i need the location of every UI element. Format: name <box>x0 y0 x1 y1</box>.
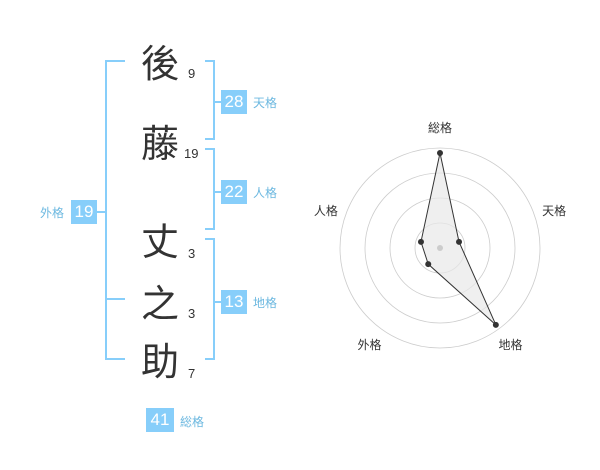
radar-axis-label: 天格 <box>542 203 566 218</box>
jinkaku-score-badge: 22 <box>221 180 247 204</box>
jinkaku-bracket-connector <box>215 191 221 193</box>
name-char-2: 藤 <box>140 122 179 166</box>
jinkaku-bracket-top <box>205 148 215 150</box>
radar-axis-label: 外格 <box>357 337 381 352</box>
radar-axis-label: 地格 <box>499 337 523 352</box>
radar-point <box>417 238 424 245</box>
stroke-count-1: 9 <box>188 66 196 81</box>
gaikaku-score-badge: 19 <box>71 200 97 224</box>
radar-point <box>492 321 499 328</box>
name-char-4: 之 <box>140 282 179 326</box>
radar-points <box>417 150 499 328</box>
stroke-count-3: 3 <box>188 246 196 261</box>
tenkaku-label: 天格 <box>253 96 278 110</box>
gaikaku-label: 外格 <box>40 206 65 220</box>
radar-point <box>425 261 432 268</box>
tenkaku-bracket <box>213 60 215 140</box>
radar-series-shape <box>420 152 497 326</box>
tenkaku-bracket-bottom <box>205 138 215 140</box>
stroke-count-5: 7 <box>188 366 196 381</box>
gaikaku-bracket-mid <box>105 298 125 300</box>
name-char-1: 後 <box>140 42 179 86</box>
chikaku-bracket <box>213 238 215 360</box>
radar-axis-label: 人格 <box>314 203 338 218</box>
radar-center-dot <box>437 245 443 251</box>
jinkaku-bracket <box>213 148 215 230</box>
radar-ring <box>339 147 541 349</box>
chikaku-label: 地格 <box>253 296 278 310</box>
jinkaku-bracket-bottom <box>205 228 215 230</box>
gaikaku-bracket <box>105 60 107 360</box>
name-char-5: 助 <box>140 340 179 384</box>
soukaku-score-badge: 41 <box>146 408 174 432</box>
gaikaku-bracket-connector <box>97 211 105 213</box>
stroke-count-4: 3 <box>188 306 196 321</box>
chikaku-score-badge: 13 <box>221 290 247 314</box>
tenkaku-score-badge: 28 <box>221 90 247 114</box>
chikaku-bracket-top <box>205 238 215 240</box>
chikaku-bracket-connector <box>215 301 221 303</box>
radar-axis-label: 総格 <box>428 120 452 135</box>
gaikaku-bracket-top <box>105 60 125 62</box>
stroke-count-2: 19 <box>184 146 199 161</box>
chikaku-bracket-bottom <box>205 358 215 360</box>
tenkaku-bracket-connector <box>215 101 221 103</box>
radar-point <box>456 238 463 245</box>
jinkaku-label: 人格 <box>253 186 278 200</box>
tenkaku-bracket-top <box>205 60 215 62</box>
soukaku-label: 総格 <box>180 415 205 429</box>
name-char-3: 丈 <box>140 220 179 264</box>
gaikaku-bracket-bottom <box>105 358 125 360</box>
radar-point <box>437 150 443 156</box>
